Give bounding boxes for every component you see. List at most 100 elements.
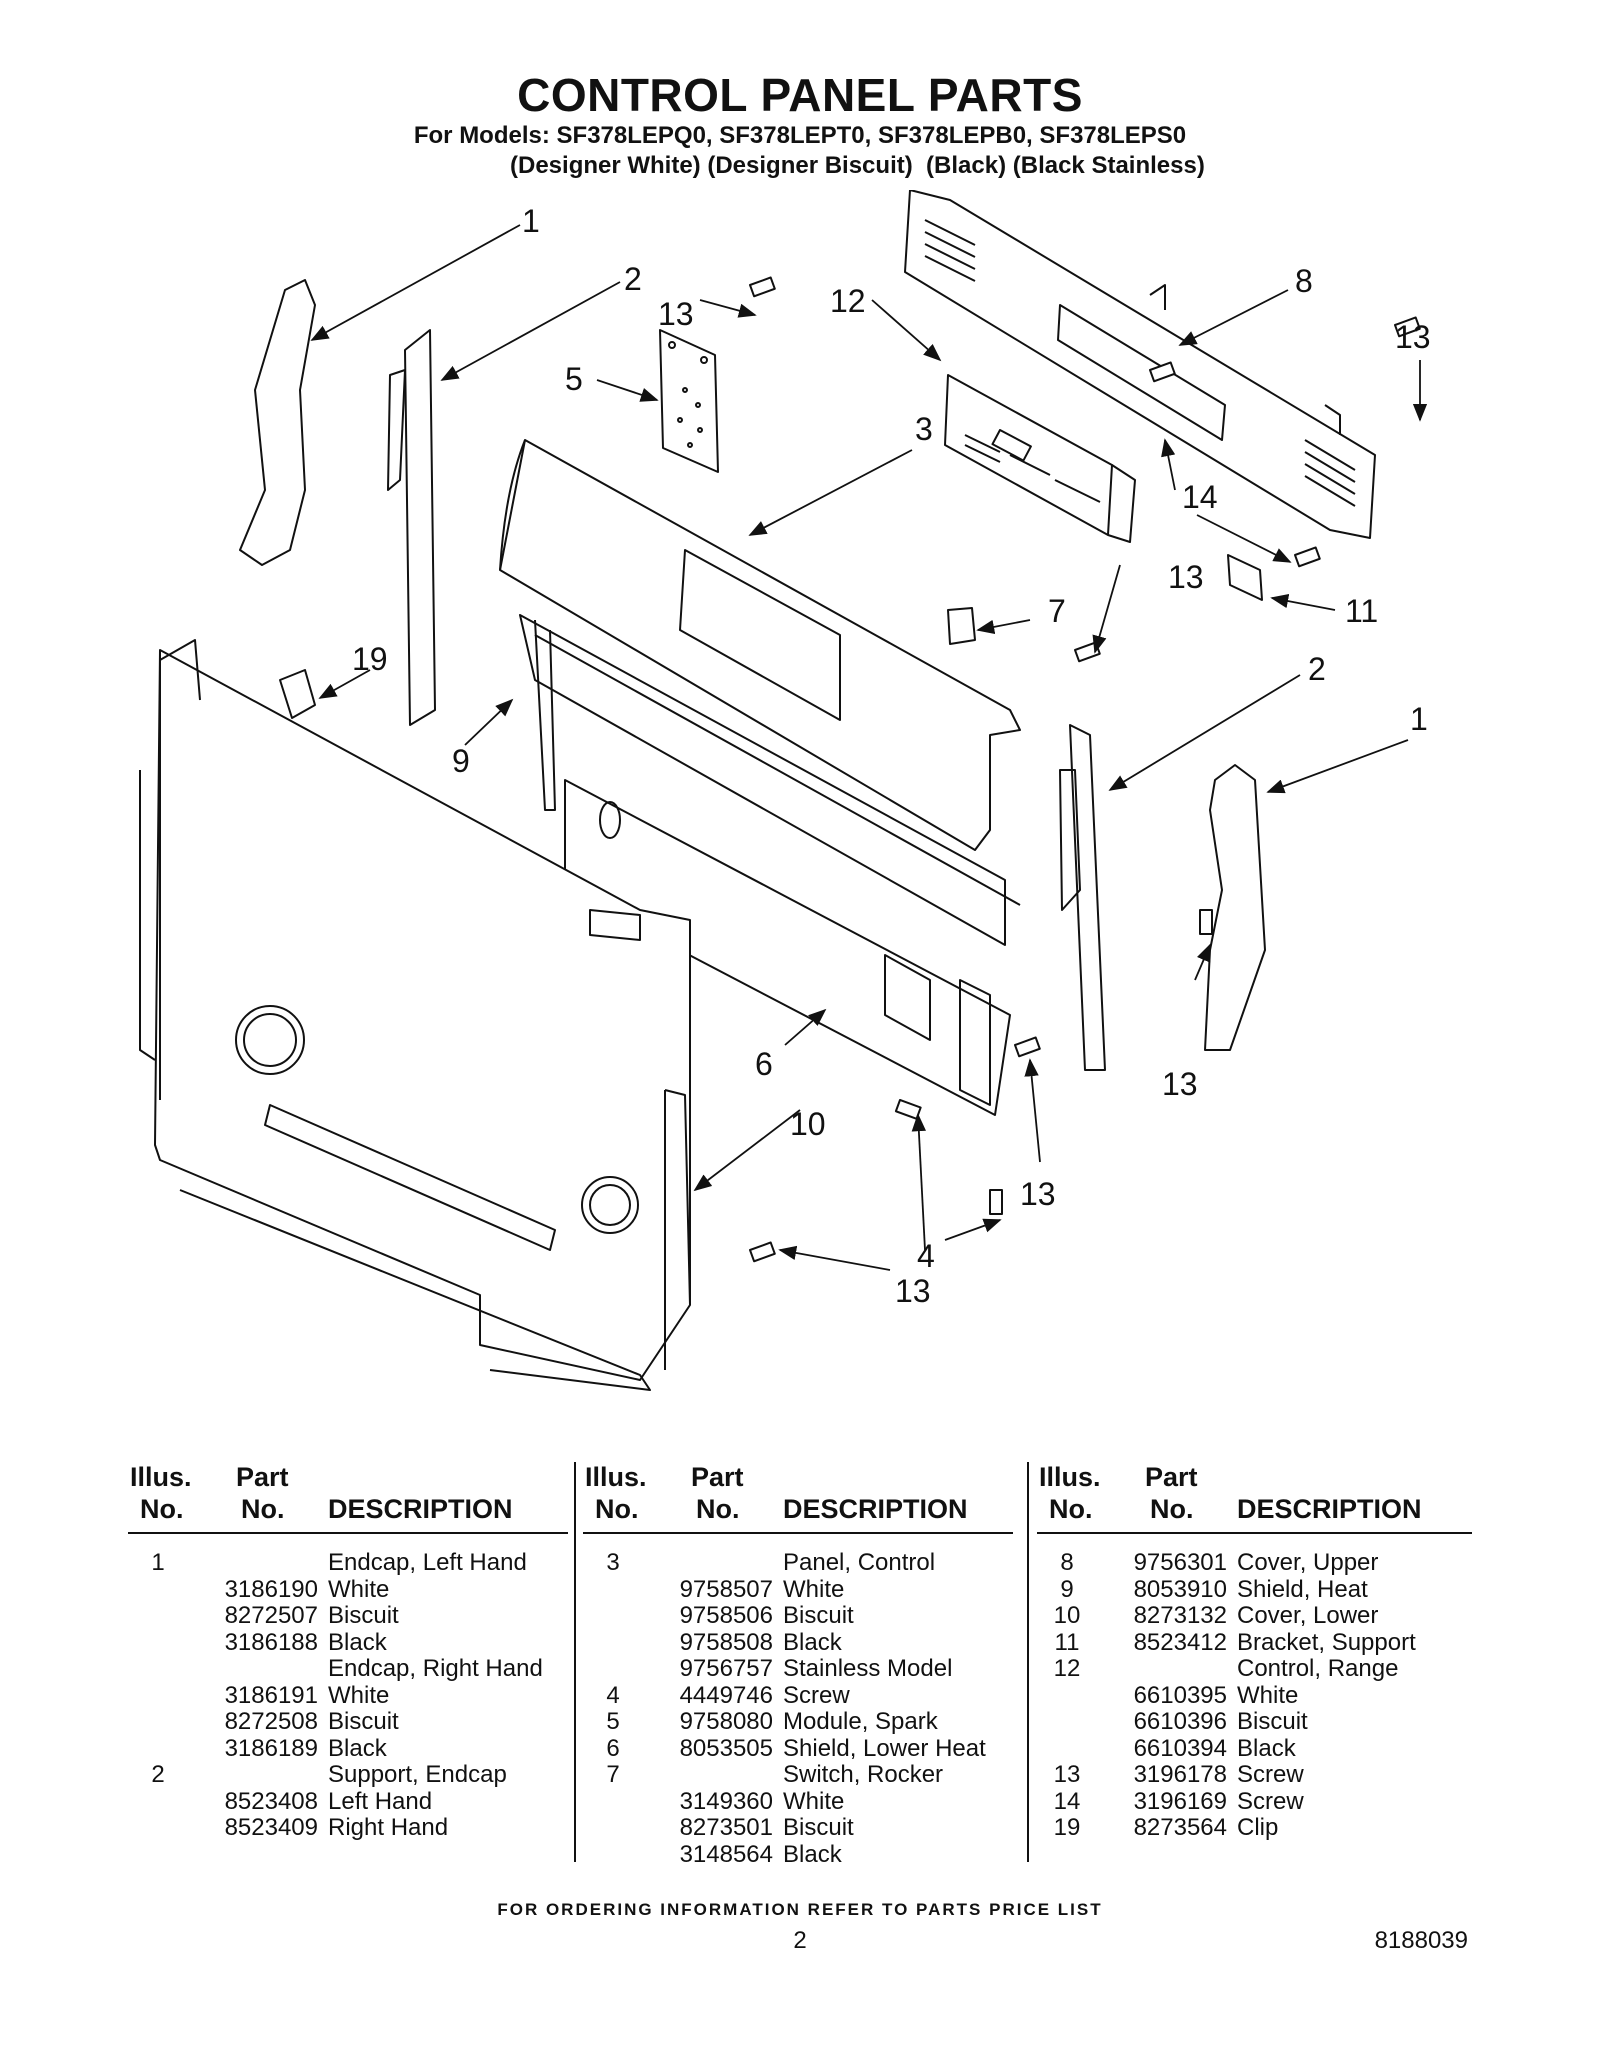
illus-number: 7 xyxy=(606,1761,620,1788)
part-description: Endcap, Left Hand xyxy=(328,1549,527,1576)
part-description: Right Hand xyxy=(328,1814,449,1841)
part-number: 8273132 xyxy=(1133,1602,1227,1629)
leader-lines xyxy=(310,224,1428,1271)
part-description: Biscuit xyxy=(783,1602,854,1629)
part-description: Switch, Rocker xyxy=(783,1761,944,1788)
callout-label: 5 xyxy=(565,361,583,397)
callout-label: 14 xyxy=(1182,479,1218,515)
exploded-parts-diagram: 1 2 13 12 8 13 5 3 14 13 7 11 19 2 1 9 6… xyxy=(139,190,1431,1391)
range-control-part xyxy=(944,374,1136,543)
part-description: Left Hand xyxy=(328,1787,433,1815)
right-endcap-part xyxy=(1204,764,1266,1051)
part-description: Biscuit xyxy=(1237,1708,1308,1735)
part-number: 9756757 xyxy=(679,1655,773,1682)
callout-label: 13 xyxy=(1020,1176,1056,1212)
illus-number: 8 xyxy=(1060,1549,1074,1576)
screw-parts xyxy=(749,276,1421,1263)
part-number: 8273564 xyxy=(1133,1814,1227,1841)
part-description: Shield, Heat xyxy=(1237,1575,1368,1603)
part-number: 8272508 xyxy=(224,1708,318,1735)
column-divider xyxy=(1027,1462,1029,1862)
parts-rows: 8 9756301 Cover, Upper 9 8053910 Shield, Heat… xyxy=(1037,1549,1472,1842)
table-header: Illus. No. Part No. DESCRIPTION xyxy=(1037,1462,1472,1534)
part-description: Black xyxy=(783,1628,842,1656)
page-title: CONTROL PANEL PARTS xyxy=(517,69,1083,121)
part-description: Black xyxy=(328,1734,387,1762)
part-number: 8053910 xyxy=(1133,1575,1227,1603)
lower-heat-shield-part xyxy=(564,779,1011,1116)
table-row: Endcap, Right Hand xyxy=(128,1655,568,1683)
part-description: Clip xyxy=(1237,1814,1279,1841)
part-description: Cover, Upper xyxy=(1237,1549,1379,1576)
part-number: 3196169 xyxy=(1133,1787,1227,1815)
part-number: 6610394 xyxy=(1133,1734,1227,1762)
callout-label: 10 xyxy=(790,1106,826,1142)
table-row: 3186189 Black xyxy=(128,1734,568,1763)
callout-label: 13 xyxy=(1162,1066,1198,1102)
callout-label: 13 xyxy=(658,296,694,332)
part-description: Black xyxy=(328,1628,387,1656)
illus-number: 14 xyxy=(1053,1787,1081,1815)
part-description: Stainless Model xyxy=(783,1655,953,1682)
illus-number: 6 xyxy=(606,1734,620,1762)
part-description: White xyxy=(1237,1681,1299,1709)
callout-label: 1 xyxy=(522,203,540,239)
illus-number: 12 xyxy=(1053,1655,1081,1682)
part-number: 9756301 xyxy=(1133,1549,1227,1576)
callout-label: 13 xyxy=(1168,559,1204,595)
lower-cover-part xyxy=(139,639,691,1391)
left-support-part xyxy=(387,329,436,726)
callout-label: 12 xyxy=(830,283,866,319)
illus-number: 9 xyxy=(1060,1575,1074,1603)
callout-label: 4 xyxy=(917,1238,935,1274)
illus-number: 11 xyxy=(1054,1628,1080,1656)
callout-labels: 1 2 13 12 8 13 5 3 14 13 7 11 19 2 1 9 6… xyxy=(352,203,1431,1309)
part-description: Cover, Lower xyxy=(1237,1602,1379,1629)
callout-label: 13 xyxy=(1395,319,1431,355)
part-number: 8523409 xyxy=(224,1814,318,1841)
callout-label: 19 xyxy=(352,641,388,677)
part-description: Endcap, Right Hand xyxy=(328,1655,543,1682)
callout-label: 13 xyxy=(895,1273,931,1309)
column-divider xyxy=(574,1462,576,1862)
part-description: White xyxy=(328,1575,390,1603)
illus-number: 5 xyxy=(606,1708,620,1735)
left-endcap-part xyxy=(239,279,316,566)
callout-label: 9 xyxy=(452,743,470,779)
part-description: White xyxy=(783,1575,845,1603)
models-line: For Models: SF378LEPQ0, SF378LEPT0, SF37… xyxy=(413,122,1187,149)
support-bracket-part xyxy=(1227,554,1263,601)
callout-label: 1 xyxy=(1410,701,1428,737)
part-number: 6610395 xyxy=(1133,1681,1227,1709)
callout-label: 3 xyxy=(915,411,933,447)
colors-line: (Designer White) (Designer Biscuit) (Bla… xyxy=(510,152,1205,179)
illus-number: 10 xyxy=(1053,1602,1081,1629)
table-header: Illus. No. Part No. DESCRIPTION xyxy=(583,1462,1013,1534)
part-number: 3186189 xyxy=(224,1734,318,1762)
illus-number: 1 xyxy=(151,1549,165,1576)
table-row: 1 Endcap, Left Hand xyxy=(128,1549,568,1577)
rocker-switch-part xyxy=(947,607,976,645)
part-number: 9758506 xyxy=(679,1602,773,1629)
callout-label: 6 xyxy=(755,1046,773,1082)
part-description: Black xyxy=(783,1840,842,1868)
part-description: Screw xyxy=(1237,1787,1304,1815)
part-description: White xyxy=(783,1787,845,1815)
part-description: Screw xyxy=(783,1681,850,1709)
